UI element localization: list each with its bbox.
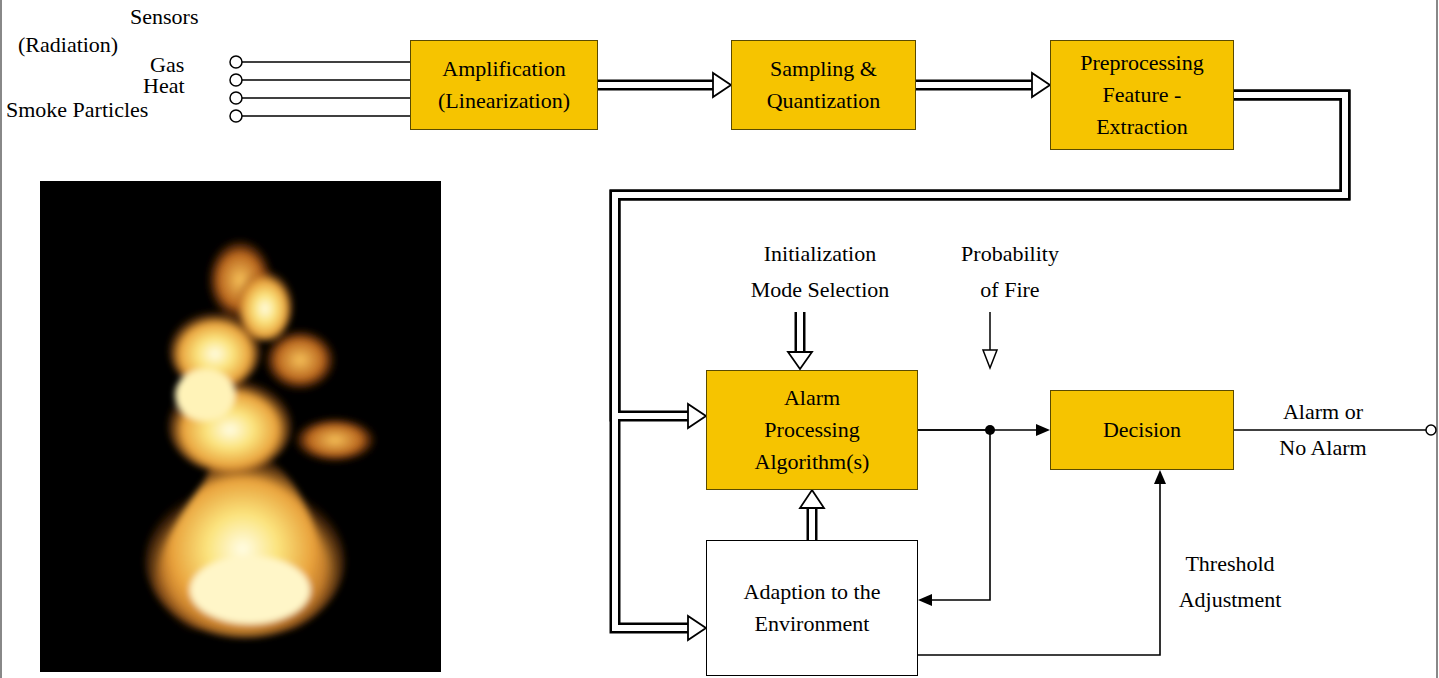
arrowhead <box>918 594 932 606</box>
pipe-fill <box>916 82 1033 88</box>
frame-line <box>1436 0 1438 678</box>
box-text: Preprocessing Feature - Extraction <box>1067 47 1217 143</box>
pipe-outline <box>807 507 818 540</box>
connector-line <box>918 430 990 600</box>
decision-box: Decision <box>1050 390 1234 470</box>
pipe-outline <box>615 95 1345 416</box>
box-text: Amplification (Linearization) <box>419 53 589 117</box>
probability-arrow <box>983 312 997 368</box>
box-text: Decision <box>1103 414 1181 446</box>
signal-arrow <box>918 470 1166 655</box>
arrowhead <box>1036 424 1050 436</box>
signal-arrow <box>918 430 990 606</box>
input-label: Probability of Fire <box>954 236 1066 308</box>
arrowhead <box>800 490 824 508</box>
arrowhead <box>1032 73 1050 97</box>
pipe-fill <box>598 82 714 88</box>
hollow-arrow <box>713 73 731 97</box>
box-text: Adaption to the Environment <box>730 576 895 640</box>
hollow-arrow <box>1032 73 1050 97</box>
box-text: Sampling & Quantization <box>744 53 904 117</box>
pipe-outline <box>598 80 714 91</box>
fire-photo <box>40 181 441 672</box>
connector-line <box>918 483 1160 655</box>
hollow-arrow <box>800 490 824 508</box>
arrowhead <box>688 616 706 640</box>
sensor-name: (Radiation) <box>18 33 148 57</box>
pipe-fill <box>615 95 1345 416</box>
sensor-name: Heat <box>143 74 213 98</box>
arrowhead <box>713 73 731 97</box>
input-arrow <box>788 312 812 369</box>
pipe-fill <box>809 507 815 540</box>
output-line <box>1234 425 1436 435</box>
process-box: Amplification (Linearization) <box>410 40 598 130</box>
input-label: Initialization Mode Selection <box>741 236 899 308</box>
junction-dot <box>985 425 995 435</box>
pipe-outline <box>916 80 1033 91</box>
arrowhead <box>688 404 706 428</box>
process-box: Alarm Processing Algorithm(s) <box>706 370 918 490</box>
edge-label: Threshold Adjustment <box>1170 546 1290 618</box>
frame-line <box>0 0 2 678</box>
arrowhead <box>1154 470 1166 484</box>
process-box: Sampling & Quantization <box>731 40 916 130</box>
output-label: Alarm or No Alarm <box>1268 394 1378 466</box>
sensor-name: Smoke Particles <box>6 98 206 122</box>
sensor-inputs <box>230 56 410 122</box>
hollow-arrow <box>688 616 706 640</box>
hollow-arrow <box>688 404 706 428</box>
box-text: Alarm Processing Algorithm(s) <box>750 382 875 478</box>
sensor-heading: Sensors <box>130 4 240 30</box>
process-box: Preprocessing Feature - Extraction <box>1050 40 1234 150</box>
adaption-box: Adaption to the Environment <box>706 540 918 676</box>
